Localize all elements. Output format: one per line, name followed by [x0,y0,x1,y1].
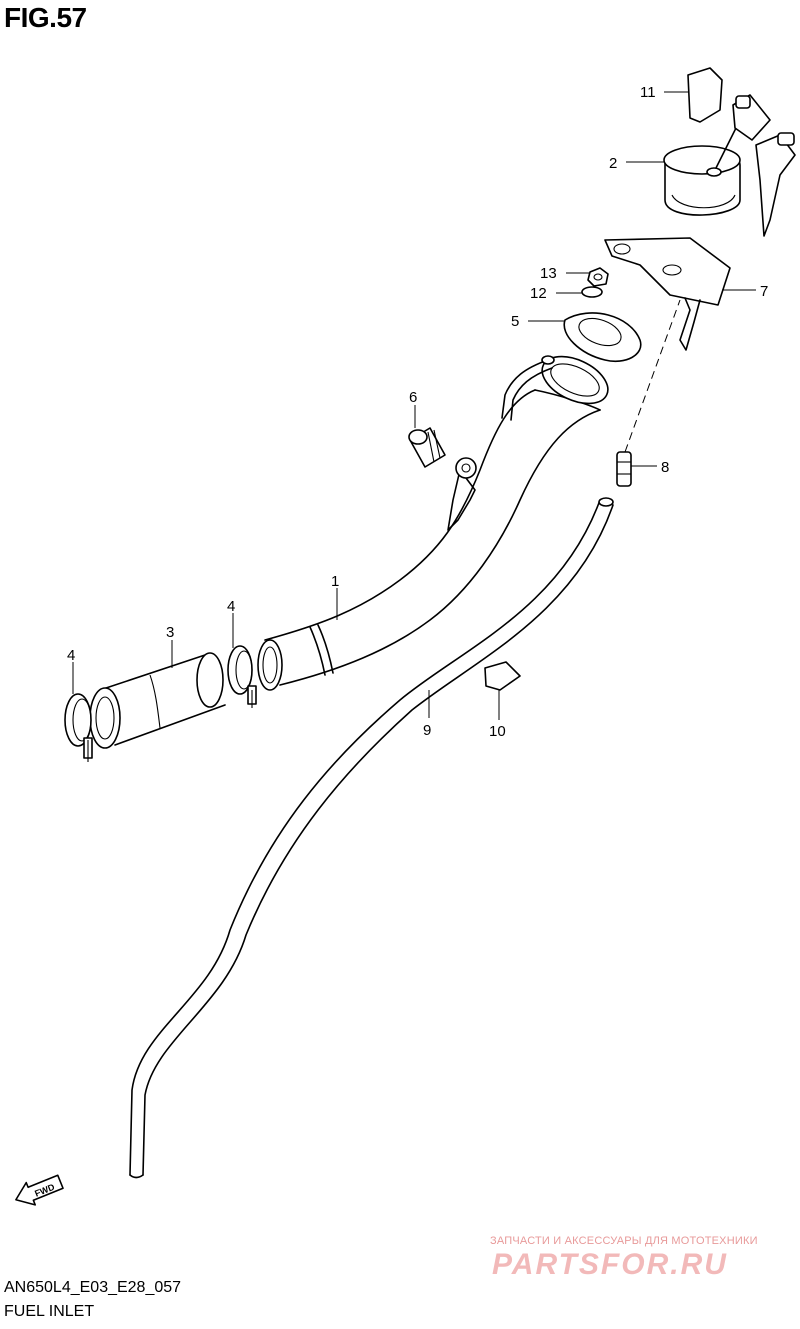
callout-4-left: 4 [67,647,75,664]
part-2-fuel-cap [663,94,796,237]
callout-12: 12 [530,285,547,302]
callout-8: 8 [661,459,669,476]
part-12-washer [581,286,603,298]
callout-3: 3 [166,624,174,641]
part-4-clamp-right [227,645,257,708]
watermark-logo: PARTSFOR.RU [492,1248,728,1281]
callout-7: 7 [760,283,768,300]
callout-4-right: 4 [227,598,235,615]
part-7-bracket [604,237,731,351]
callout-10: 10 [489,723,506,740]
part-5-seal [563,312,642,362]
part-13-nut [587,267,609,287]
callout-6: 6 [409,389,417,406]
callout-5: 5 [511,313,519,330]
part-9-hose [129,497,614,1179]
part-4-clamp-left [64,693,93,762]
callout-labels: 1 2 3 4 4 5 6 7 8 9 10 11 12 13 [67,84,768,740]
callout-9: 9 [423,722,431,739]
callout-1: 1 [331,573,339,590]
watermark-tagline: ЗАПЧАСТИ И АКСЕССУАРЫ ДЛЯ МОТОТЕХНИКИ [490,1235,758,1247]
part-8-joint [616,299,681,487]
callout-11: 11 [640,84,656,101]
figure-title: FIG.57 [4,2,87,33]
model-code: AN650L4_E03_E28_057 [4,1279,182,1296]
callout-2: 2 [609,155,617,172]
part-1-filler-neck [257,355,609,691]
part-11-cover [687,67,723,123]
section-name: FUEL INLET [4,1303,95,1320]
part-3-hose [89,652,226,749]
leader-lines [72,91,756,720]
part-6-bolt [408,427,446,468]
fwd-arrow-icon: FWD [15,1174,64,1206]
part-10-clip [484,661,521,691]
callout-13: 13 [540,265,557,282]
